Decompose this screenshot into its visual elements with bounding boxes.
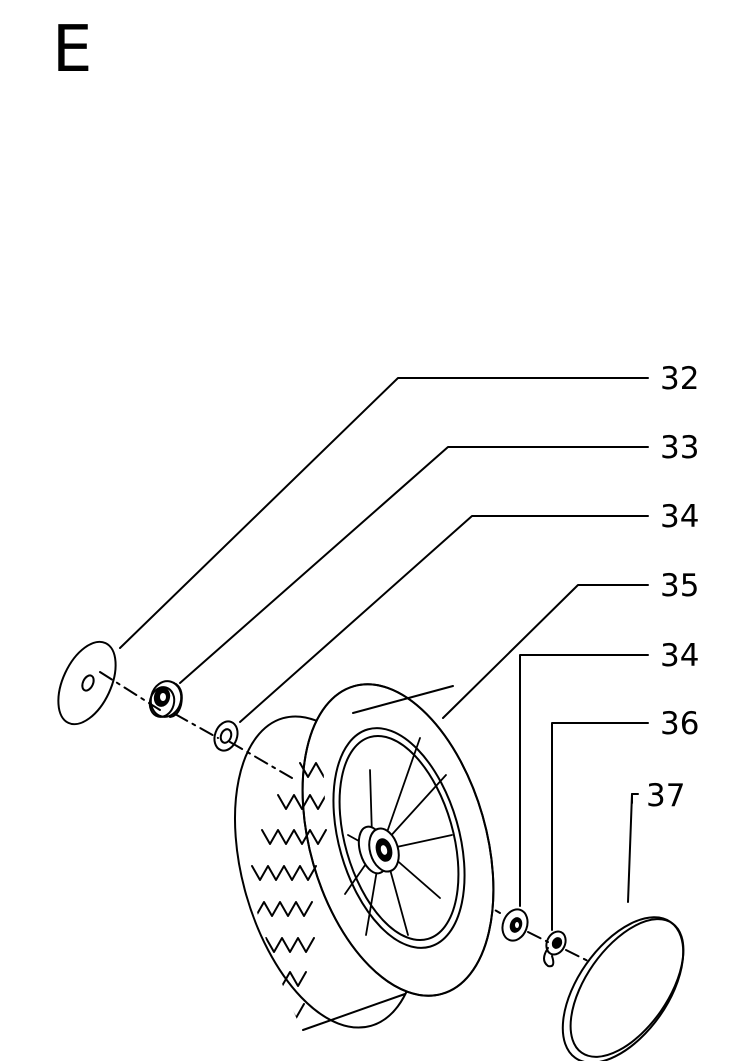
callout-label-32: 32 xyxy=(660,361,699,397)
callout-label-33: 33 xyxy=(660,430,699,466)
part-33-bushing xyxy=(148,680,183,718)
leader-line-37 xyxy=(627,793,639,903)
leader-line-34a xyxy=(239,515,649,723)
part-32-hub-cap xyxy=(57,640,117,726)
part-36-clip xyxy=(543,930,567,968)
callout-label-37: 37 xyxy=(646,778,685,814)
section-letter: E xyxy=(52,13,93,87)
part-34-washer-outer xyxy=(501,908,529,942)
callout-label-36: 36 xyxy=(660,706,699,742)
callout-label-34b: 34 xyxy=(660,638,699,674)
callout-label-35: 35 xyxy=(660,568,699,604)
leader-line-32 xyxy=(119,377,649,649)
part-34-washer-inner xyxy=(213,720,239,752)
leader-line-35 xyxy=(442,584,649,719)
leader-line-34b xyxy=(519,654,649,907)
leader-line-36 xyxy=(551,722,649,931)
leader-line-33 xyxy=(179,446,649,684)
callout-labels: 32 33 34 35 34 36 37 xyxy=(646,361,699,814)
part-35-wheel xyxy=(233,683,495,1031)
part-37-cover-disc xyxy=(561,916,685,1061)
callout-label-34a: 34 xyxy=(660,499,699,535)
